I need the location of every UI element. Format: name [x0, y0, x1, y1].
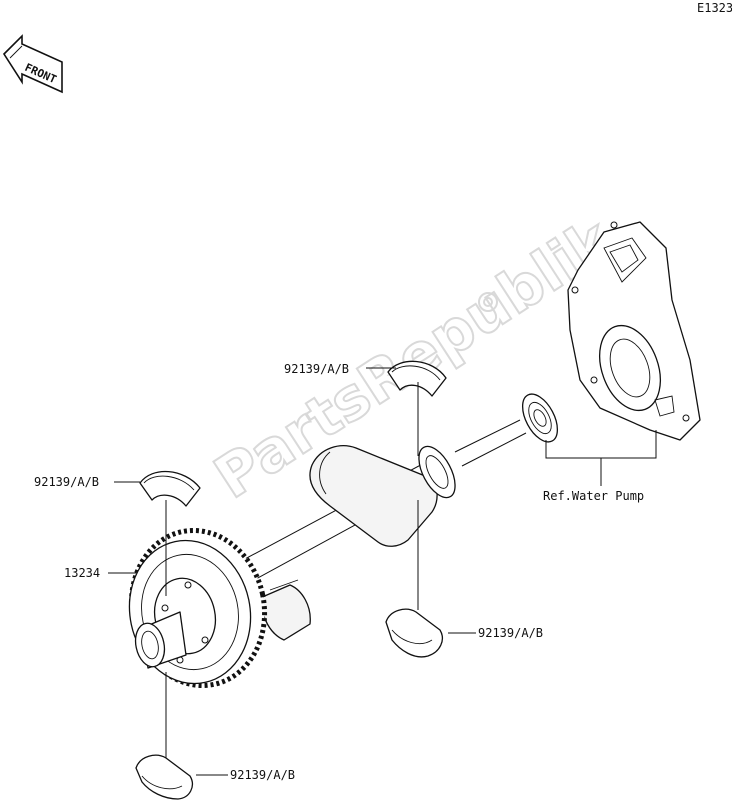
label-water-pump-ref: Ref.Water Pump [543, 489, 644, 503]
bearing-half-bottom [135, 754, 193, 800]
bearing-half-left [139, 470, 201, 507]
balancer-shaft [214, 419, 527, 641]
label-bearing-left: 92139/A/B [34, 475, 99, 489]
watermark: PartsRepublik [202, 204, 626, 513]
water-pump-cover [567, 221, 701, 441]
label-bearing-right: 92139/A/B [478, 626, 543, 640]
bearing-half-right [385, 608, 443, 658]
label-bearing-top: 92139/A/B [284, 362, 349, 376]
diagram-code: E1323 [697, 1, 732, 15]
watermark-text: PartsRepublik [203, 205, 625, 512]
label-gear: 13234 [64, 566, 100, 580]
watermark-gear-icon [478, 292, 498, 312]
leader-lines [108, 367, 657, 776]
bearing-half-top [387, 360, 447, 397]
label-bearing-bottom: 92139/A/B [230, 768, 295, 782]
oil-seal [521, 393, 559, 443]
balancer-gear [128, 527, 268, 689]
front-arrow-icon: FRONT [2, 34, 63, 94]
